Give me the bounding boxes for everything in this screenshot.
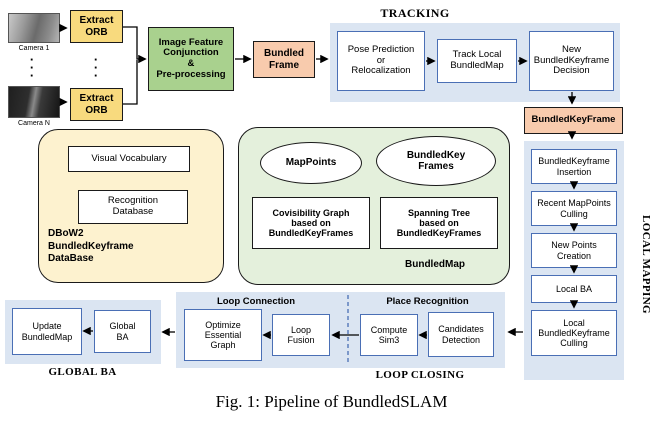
camera-n-label: Camera N: [18, 120, 50, 127]
optimize-essential-graph-box: Optimize Essential Graph: [184, 309, 262, 361]
spanning-tree-box: Spanning Tree based on BundledKeyFrames: [380, 197, 498, 249]
camera-n-image: [8, 86, 60, 118]
candidates-detection-box: Candidates Detection: [428, 312, 494, 357]
local-mapping-title: LOCAL MAPPING: [640, 215, 652, 315]
update-bundledmap-box: Update BundledMap: [12, 308, 82, 355]
place-recognition-label: Place Recognition: [386, 296, 469, 307]
loop-fusion-box: Loop Fusion: [272, 314, 330, 356]
extract-orb-box-1: Extract ORB: [70, 10, 123, 43]
mappoints-ellipse: MapPoints: [260, 142, 362, 184]
camera-1-label: Camera 1: [18, 45, 50, 52]
camera-ellipsis-dots: · · ·: [29, 52, 35, 83]
bundled-frame-box: Bundled Frame: [253, 41, 315, 78]
figure-caption: Fig. 1: Pipeline of BundledSLAM: [215, 392, 448, 411]
new-bundledkeyframe-decision-box: New BundledKeyframe Decision: [529, 31, 614, 91]
local-bundledkeyframe-culling-box: Local BundledKeyframe Culling: [531, 310, 617, 356]
bundledmap-label: BundledMap: [405, 259, 465, 270]
dbow2-database-label: DBoW2 BundledKeyframe DataBase: [48, 228, 134, 264]
feature-conjunction-box: Image Feature Conjunction & Pre-processi…: [148, 27, 234, 91]
covisibility-graph-box: Covisibility Graph based on BundledKeyFr…: [252, 197, 370, 249]
local-ba-box: Local BA: [531, 275, 617, 303]
loop-closing-title: LOOP CLOSING: [375, 369, 465, 381]
visual-vocabulary-box: Visual Vocabulary: [68, 146, 190, 172]
orb-ellipsis-dots: · · ·: [93, 52, 99, 83]
camera-1-image: [8, 13, 60, 43]
recognition-database-box: Recognition Database: [78, 190, 188, 224]
global-ba-box: Global BA: [94, 310, 151, 353]
new-points-creation-box: New Points Creation: [531, 233, 617, 268]
compute-sim3-box: Compute Sim3: [360, 314, 418, 356]
pose-prediction-box: Pose Prediction or Relocalization: [337, 31, 425, 91]
bundledkeyframe-box: BundledKeyFrame: [524, 107, 623, 134]
extract-orb-box-2: Extract ORB: [70, 88, 123, 121]
global-ba-title: GLOBAL BA: [48, 366, 117, 378]
bundledkeyframe-insertion-box: BundledKeyframe Insertion: [531, 149, 617, 184]
loop-connection-label: Loop Connection: [216, 296, 296, 307]
recent-mappoints-culling-box: Recent MapPoints Culling: [531, 191, 617, 226]
tracking-title: TRACKING: [380, 6, 450, 20]
track-local-bundledmap-box: Track Local BundledMap: [437, 39, 517, 83]
bundledkey-frames-ellipse: BundledKey Frames: [376, 136, 496, 186]
